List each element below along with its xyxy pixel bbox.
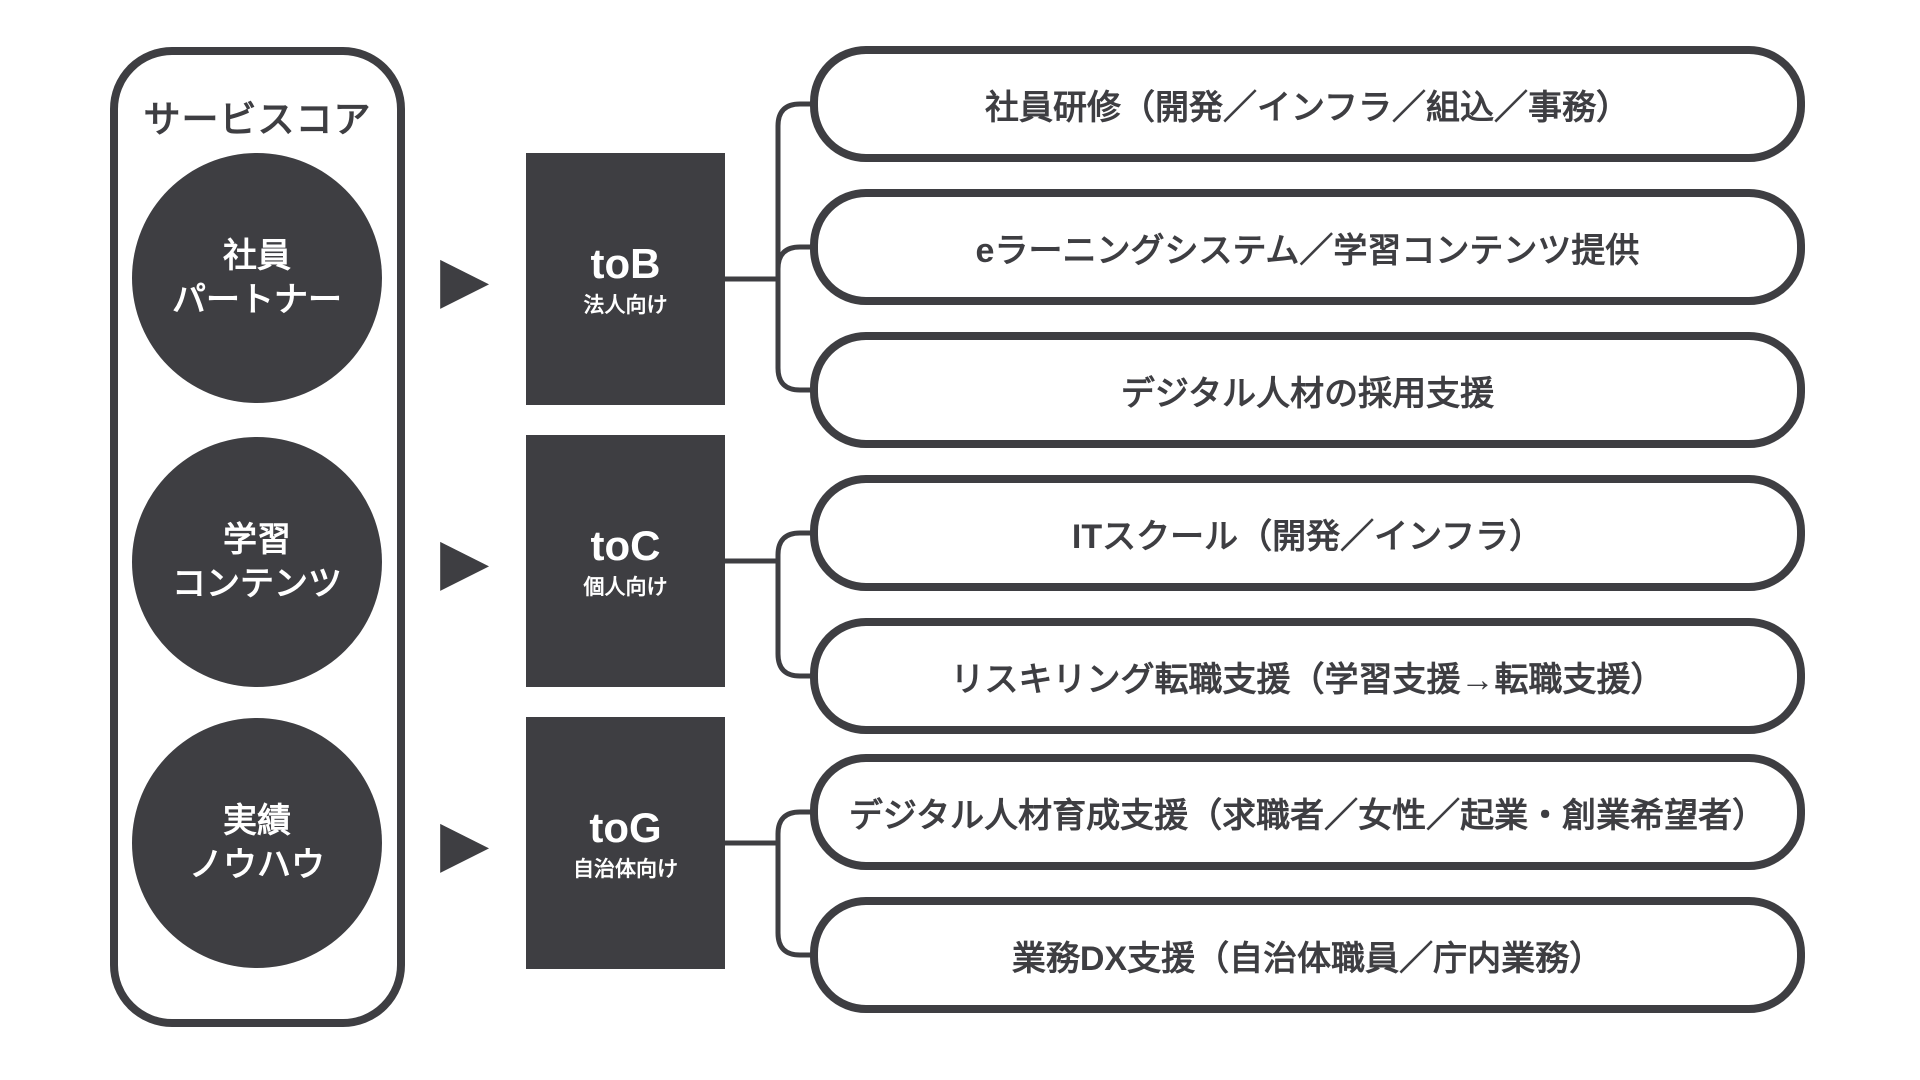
service-box-reskilling-career-support: リスキリング転職支援（学習支援→転職支援） (810, 618, 1805, 734)
core-circle-track-record-knowhow: 実績 ノウハウ (132, 718, 382, 968)
service-box-label: ITスクール（開発／インフラ） (1071, 517, 1544, 556)
core-circle-learning-content: 学習 コンテンツ (132, 437, 382, 687)
service-box-dx-support: 業務DX支援（自治体職員／庁内業務） (810, 897, 1805, 1013)
segment-audience: 自治体向け (573, 857, 678, 881)
service-box-employee-training: 社員研修（開発／インフラ／組込／事務） (810, 46, 1805, 162)
service-box-label: デジタル人材育成支援（求職者／女性／起業・創業希望者） (848, 796, 1767, 835)
service-box-label: 社員研修（開発／インフラ／組込／事務） (985, 88, 1630, 127)
segment-audience: 個人向け (583, 575, 668, 599)
service-box-label: リスキリング転職支援（学習支援→転職支援） (950, 660, 1665, 699)
core-circle-label-line1: 実績 (223, 801, 291, 840)
core-circle-label-line1: 社員 (223, 236, 291, 275)
segment-audience: 法人向け (583, 293, 668, 317)
core-circle-label: 社員 パートナー (172, 234, 342, 322)
service-box-label: 業務DX支援（自治体職員／庁内業務） (1011, 939, 1604, 978)
segment-code: toC (590, 521, 661, 569)
core-circle-label-line1: 学習 (223, 520, 291, 559)
core-circle-label: 学習 コンテンツ (172, 518, 342, 606)
core-circle-label-line2: ノウハウ (189, 846, 325, 884)
core-circle-employees-partners: 社員 パートナー (132, 153, 382, 403)
service-box-label: デジタル人材の採用支援 (1120, 374, 1495, 413)
core-circle-label-line2: パートナー (172, 281, 342, 319)
segment-square-toc: toC 個人向け (526, 435, 725, 687)
service-box-label: eラーニングシステム／学習コンテンツ提供 (975, 231, 1640, 270)
arrow-right-icon: ▶ (440, 525, 490, 597)
arrow-right-icon: ▶ (440, 807, 490, 879)
segment-code: toG (589, 803, 662, 851)
service-core-title: サービスコア (143, 99, 372, 140)
service-box-it-school: ITスクール（開発／インフラ） (810, 475, 1805, 591)
core-circle-label-line2: コンテンツ (172, 565, 342, 603)
segment-square-tob: toB 法人向け (526, 153, 725, 405)
segment-square-tog: toG 自治体向け (526, 717, 725, 969)
core-circle-label: 実績 ノウハウ (189, 799, 325, 887)
service-box-digital-talent-recruiting: デジタル人材の採用支援 (810, 332, 1805, 448)
service-box-elearning-system: eラーニングシステム／学習コンテンツ提供 (810, 189, 1805, 305)
service-box-digital-talent-development: デジタル人材育成支援（求職者／女性／起業・創業希望者） (810, 754, 1805, 870)
arrow-right-icon: ▶ (440, 243, 490, 315)
segment-code: toB (590, 239, 661, 287)
